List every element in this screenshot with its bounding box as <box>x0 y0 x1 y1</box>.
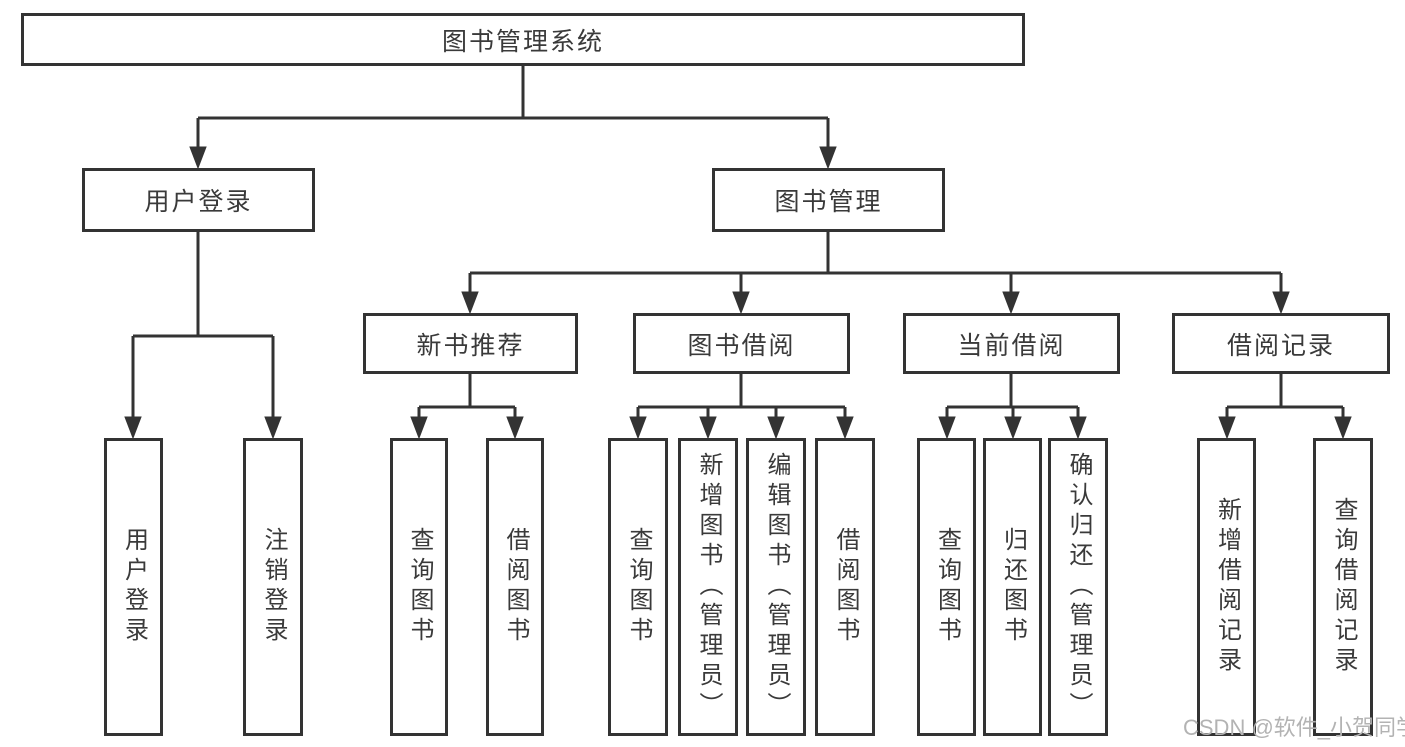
node-library-management-system: 图书管理系统 <box>21 13 1025 66</box>
leaf-query-books-current: 查询图书 <box>917 438 976 736</box>
node-current-borrowing: 当前借阅 <box>903 313 1120 374</box>
node-user-login: 用户登录 <box>82 168 315 232</box>
node-book-management: 图书管理 <box>712 168 945 232</box>
csdn-watermark: CSDN @软件_小贺同学 <box>1183 715 1405 740</box>
leaf-add-borrow-record: 新增借阅记录 <box>1197 438 1256 736</box>
leaf-borrow-books: 借阅图书 <box>815 438 875 736</box>
leaf-user-login: 用户登录 <box>104 438 163 736</box>
node-new-book-recommendation: 新书推荐 <box>363 313 578 374</box>
leaf-query-books-recommend: 查询图书 <box>390 438 448 736</box>
leaf-query-books-borrow: 查询图书 <box>608 438 668 736</box>
leaf-edit-books-admin: 编辑图书（管理员） <box>746 438 806 736</box>
node-book-borrowing: 图书借阅 <box>633 313 850 374</box>
leaf-return-books: 归还图书 <box>983 438 1042 736</box>
leaf-query-borrow-record: 查询借阅记录 <box>1313 438 1373 736</box>
node-borrowing-records: 借阅记录 <box>1172 313 1390 374</box>
leaf-borrow-books-recommend: 借阅图书 <box>486 438 544 736</box>
leaf-logout: 注销登录 <box>243 438 303 736</box>
leaf-confirm-return-admin: 确认归还（管理员） <box>1048 438 1108 736</box>
leaf-add-books-admin: 新增图书（管理员） <box>678 438 738 736</box>
